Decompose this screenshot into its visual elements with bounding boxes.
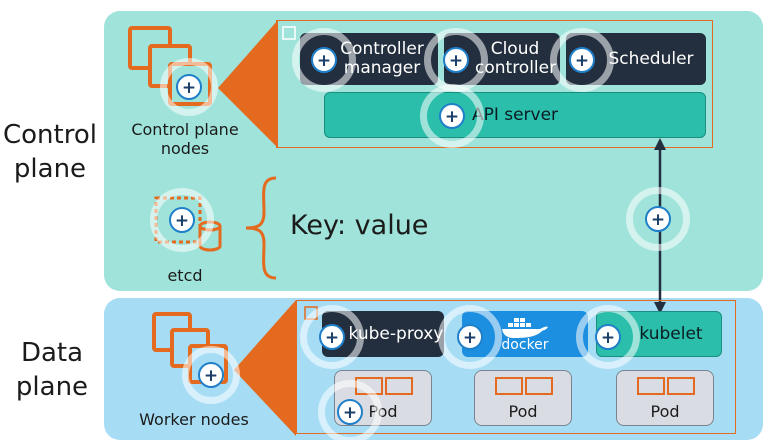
control-funnel-shape bbox=[218, 20, 278, 148]
control-plane-title: Control plane bbox=[0, 118, 100, 186]
control-plane-title-text: Control plane bbox=[3, 120, 97, 184]
data-components-frame bbox=[296, 300, 736, 434]
etcd-label: etcd bbox=[150, 266, 220, 285]
docker-box: docker bbox=[462, 311, 588, 357]
hotspot-api-server[interactable]: + bbox=[439, 103, 465, 129]
hotspot-controller-manager[interactable]: + bbox=[311, 47, 337, 73]
control-plane-nodes-label: Control plane nodes bbox=[110, 120, 260, 158]
docker-whale-icon bbox=[502, 318, 548, 338]
hotspot-api-kubelet-link[interactable]: + bbox=[645, 206, 671, 232]
hotspot-kubelet[interactable]: + bbox=[595, 324, 621, 350]
data-chip-icon bbox=[304, 306, 318, 320]
kube-proxy-label: kube-proxy bbox=[348, 323, 444, 344]
control-components-frame bbox=[276, 20, 713, 148]
hotspot-pod[interactable]: + bbox=[337, 399, 363, 425]
hotspot-worker-nodes[interactable]: + bbox=[198, 362, 224, 388]
kubelet-label: kubelet bbox=[639, 324, 703, 344]
data-plane-title: Data plane bbox=[12, 336, 92, 404]
container-icon bbox=[355, 377, 413, 395]
docker-label: docker bbox=[501, 337, 549, 353]
key-value-text: Key: value bbox=[290, 210, 428, 241]
cloud-controller-box: Cloud controller bbox=[444, 33, 560, 85]
control-plane-nodes-text: Control plane nodes bbox=[131, 120, 239, 158]
container-icon bbox=[495, 377, 553, 395]
data-plane-title-text: Data plane bbox=[15, 338, 89, 402]
pod-2-label: Pod bbox=[508, 402, 538, 421]
api-server-label: API server bbox=[471, 105, 559, 125]
scheduler-label: Scheduler bbox=[608, 48, 694, 69]
hotspot-kube-proxy[interactable]: + bbox=[319, 324, 345, 350]
cloud-controller-label: Cloud controller bbox=[475, 39, 557, 78]
chip-icon bbox=[282, 26, 296, 40]
hotspot-docker[interactable]: + bbox=[457, 324, 483, 350]
hotspot-etcd[interactable]: + bbox=[169, 207, 195, 233]
etcd-text: etcd bbox=[167, 266, 203, 285]
data-funnel-shape bbox=[234, 300, 296, 436]
worker-nodes-label: Worker nodes bbox=[126, 410, 262, 429]
key-value-label: Key: value bbox=[290, 210, 429, 241]
hotspot-cloud-controller[interactable]: + bbox=[443, 47, 469, 73]
hotspot-scheduler[interactable]: + bbox=[569, 47, 595, 73]
api-server-box: API server bbox=[324, 92, 706, 138]
pod-3: Pod bbox=[616, 370, 714, 426]
container-icon bbox=[637, 377, 695, 395]
worker-nodes-text: Worker nodes bbox=[139, 410, 249, 429]
pod-3-label: Pod bbox=[650, 402, 680, 421]
brace-shape bbox=[245, 176, 277, 280]
pod-2: Pod bbox=[474, 370, 572, 426]
hotspot-control-plane-nodes[interactable]: + bbox=[176, 74, 202, 100]
controller-manager-label: Controller manager bbox=[340, 39, 424, 78]
